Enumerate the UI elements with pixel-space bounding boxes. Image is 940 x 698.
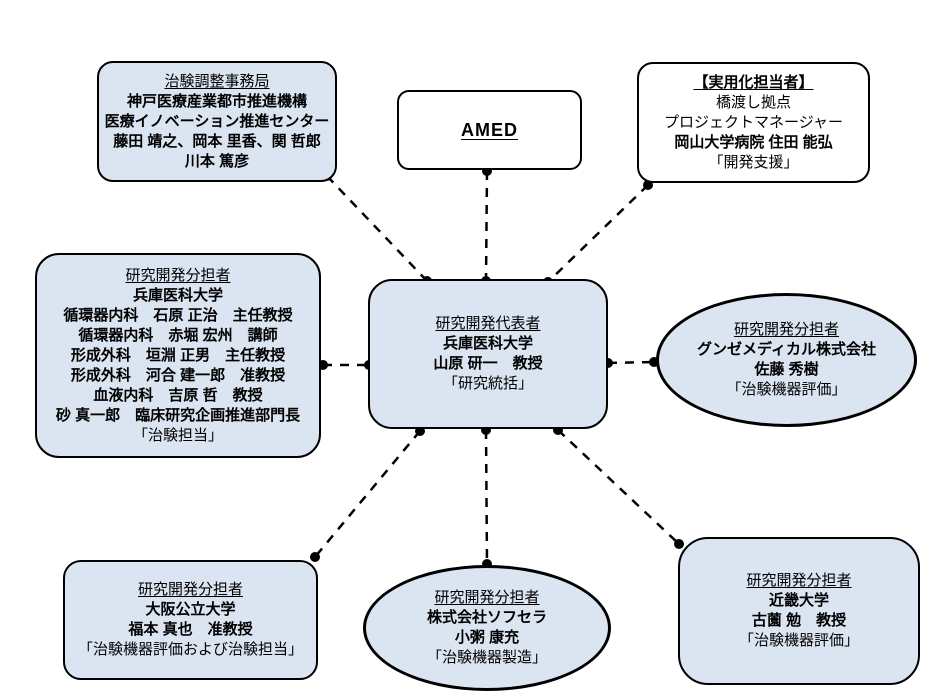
node-practical-use: 【実用化担当者】 橋渡し拠点 プロジェクトマネージャー 岡山大学病院 住田 能弘…	[637, 62, 870, 183]
coordination-office-title: 治験調整事務局	[164, 72, 270, 90]
practical-use-line-1: 橋渡し拠点	[715, 93, 791, 111]
node-hyogo-medical: 研究開発分担者 兵庫医科大学 循環器内科 石原 正治 主任教授 循環器内科 赤堀…	[35, 253, 321, 458]
coordination-office-line-1: 神戸医療産業都市推進機構	[126, 92, 307, 110]
node-osaka-metropolitan: 研究開発分担者 大阪公立大学 福本 真也 准教授 「治験機器評価および治験担当」	[63, 560, 318, 680]
coordination-office-line-2: 医療イノベーション推進センター	[104, 112, 330, 130]
representative-line-3: 「研究統括」	[442, 375, 533, 392]
coordination-office-line-4: 川本 篤彦	[184, 152, 250, 170]
practical-use-line-3: 岡山大学病院 住田 能弘	[674, 133, 833, 151]
node-sofsera: 研究開発分担者 株式会社ソフセラ 小粥 康充 「治験機器製造」	[363, 565, 611, 691]
gunze-line-2: 佐藤 秀樹	[754, 361, 819, 378]
connector-center-to-osaka	[310, 426, 425, 562]
hyogo-line-2: 循環器内科 石原 正治 主任教授	[63, 306, 293, 324]
hyogo-title: 研究開発分担者	[125, 266, 231, 284]
kindai-line-1: 近畿大学	[768, 592, 829, 609]
sofsera-line-3: 「治験機器製造」	[426, 649, 547, 666]
hyogo-line-4: 形成外科 垣淵 正男 主任教授	[70, 346, 286, 364]
node-kindai-university: 研究開発分担者 近畿大学 古薗 勉 教授 「治験機器評価」	[678, 537, 920, 685]
connector-center-to-hyogo	[318, 360, 374, 370]
osaka-line-1: 大阪公立大学	[145, 601, 236, 618]
coordination-office-line-3: 藤田 靖之、岡本 里香、関 哲郎	[113, 132, 321, 150]
osaka-line-3: 「治験機器評価および治験担当」	[77, 641, 303, 658]
node-coordination-office: 治験調整事務局 神戸医療産業都市推進機構 医療イノベーション推進センター 藤田 …	[97, 61, 337, 182]
representative-title: 研究開発代表者	[435, 315, 541, 332]
sofsera-title: 研究開発分担者	[434, 589, 540, 606]
gunze-line-3: 「治験機器評価」	[726, 381, 847, 398]
kindai-line-3: 「治験機器評価」	[738, 632, 859, 649]
connector-center-to-coordination-office	[322, 171, 432, 286]
connector-center-to-practical-use	[543, 180, 653, 287]
hyogo-line-7: 砂 真一郎 臨床研究企画推進部門長	[55, 406, 301, 424]
representative-line-2: 山原 研一 教授	[433, 355, 543, 372]
gunze-line-1: グンゼメディカル株式会社	[697, 341, 876, 358]
connector-center-to-sofsera	[481, 425, 492, 569]
kindai-title: 研究開発分担者	[746, 572, 852, 589]
representative-line-1: 兵庫医科大学	[442, 335, 533, 352]
node-representative: 研究開発代表者 兵庫医科大学 山原 研一 教授 「研究統括」	[368, 279, 608, 429]
hyogo-line-3: 循環器内科 赤堀 宏州 講師	[78, 326, 278, 344]
hyogo-line-1: 兵庫医科大学	[132, 286, 223, 304]
osaka-line-2: 福本 真也 准教授	[128, 621, 253, 638]
kindai-line-2: 古薗 勉 教授	[751, 612, 847, 629]
sofsera-line-1: 株式会社ソフセラ	[426, 609, 547, 626]
practical-use-line-4: 「開発支援」	[708, 153, 799, 171]
hyogo-line-6: 血液内科 吉原 哲 教授	[93, 386, 263, 404]
hyogo-line-8: 「治験担当」	[132, 426, 223, 444]
amed-title: AMED	[461, 120, 518, 140]
practical-use-line-2: プロジェクトマネージャー	[664, 113, 843, 131]
connector-center-to-kindai	[553, 425, 684, 549]
sofsera-line-2: 小粥 康充	[454, 629, 520, 646]
hyogo-line-5: 形成外科 河合 建一郎 准教授	[70, 366, 286, 384]
node-gunze-medical: 研究開発分担者 グンゼメディカル株式会社 佐藤 秀樹 「治験機器評価」	[656, 293, 917, 427]
gunze-title: 研究開発分担者	[733, 321, 839, 338]
node-amed: AMED	[397, 90, 582, 170]
connector-center-to-gunze	[603, 357, 659, 368]
practical-use-title: 【実用化担当者】	[693, 73, 814, 91]
connector-center-to-amed	[481, 166, 492, 286]
osaka-title: 研究開発分担者	[137, 581, 243, 598]
